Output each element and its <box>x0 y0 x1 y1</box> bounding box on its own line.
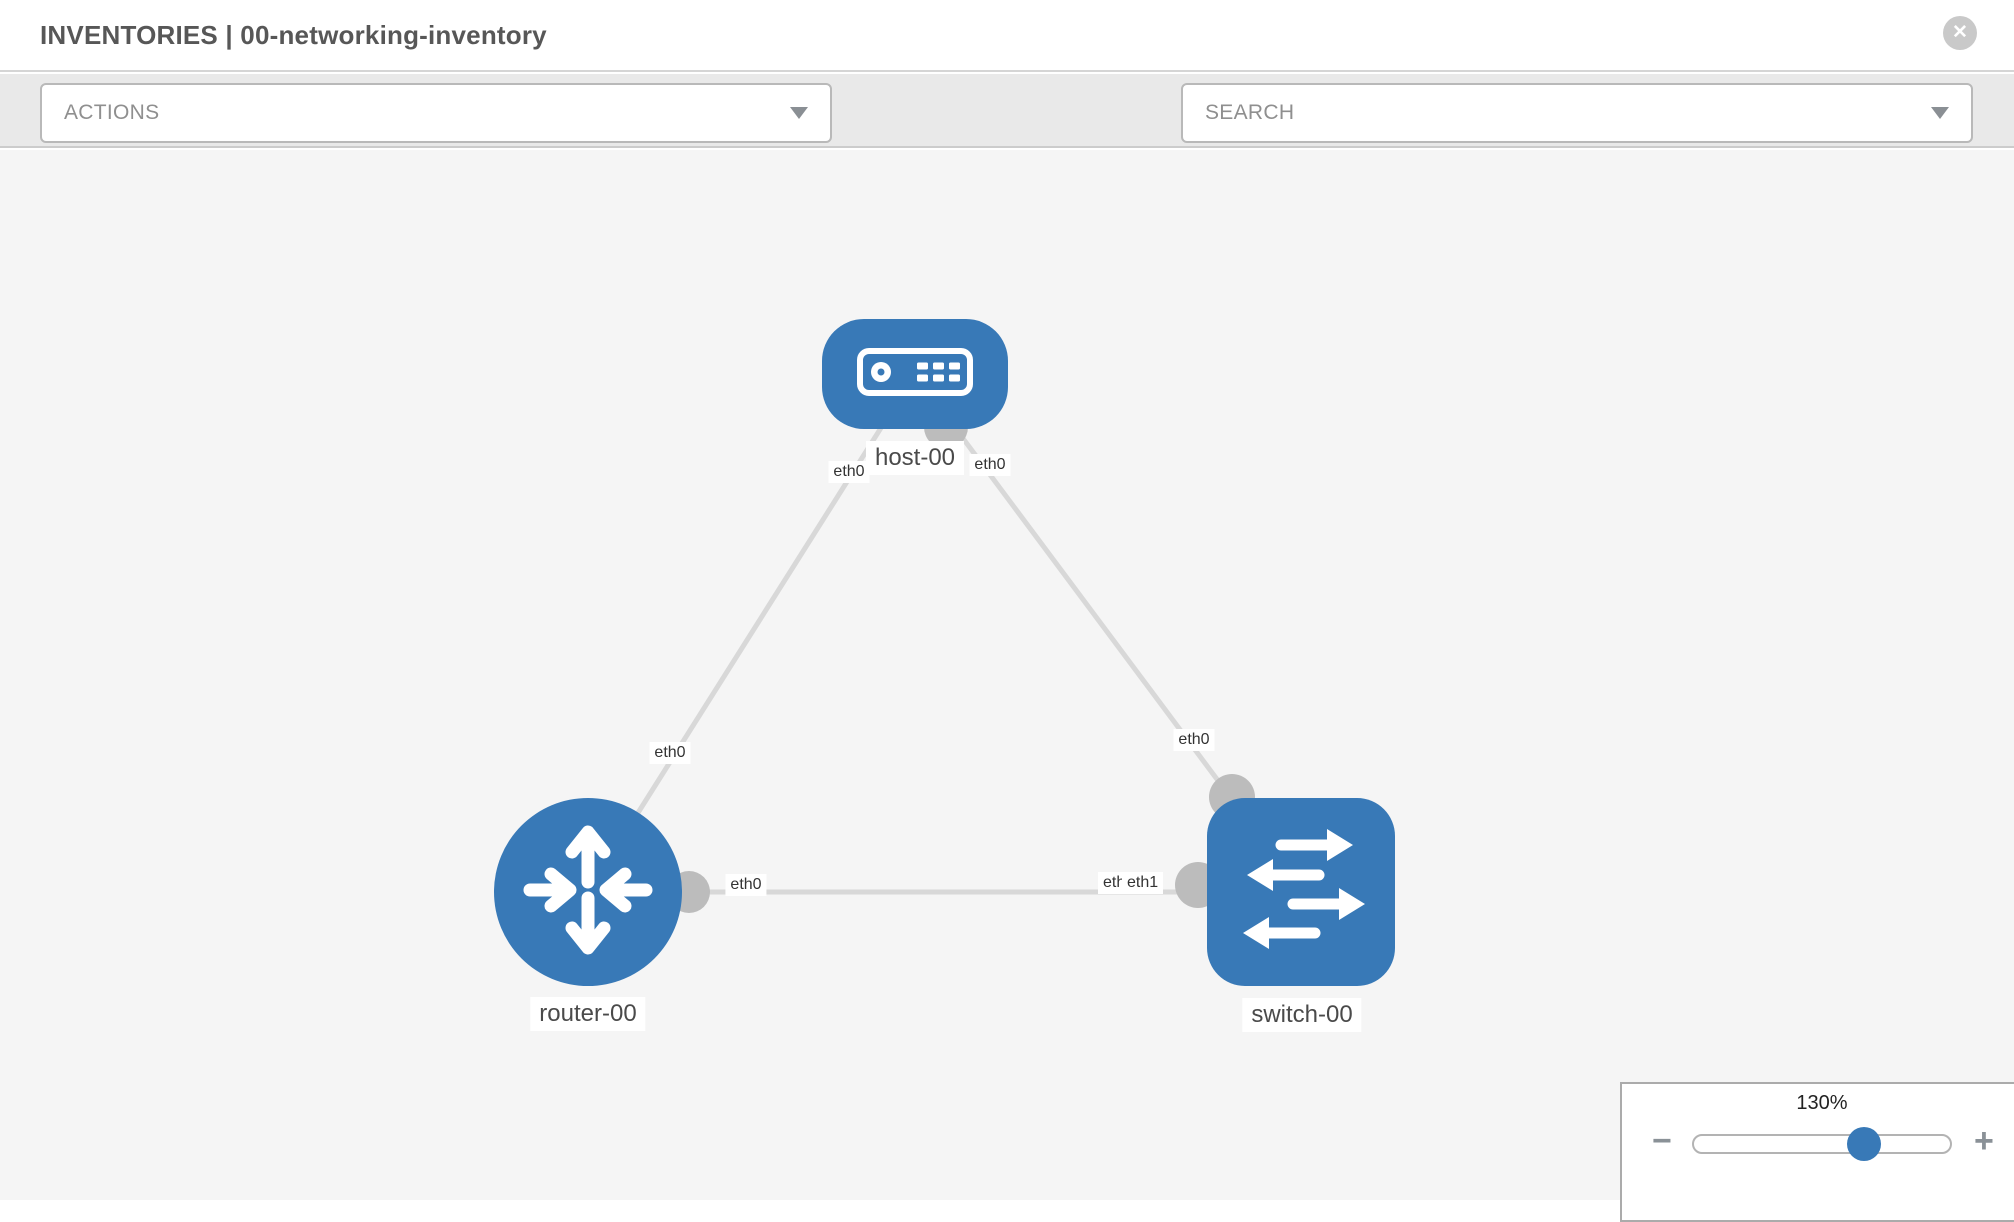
node-router-00[interactable] <box>494 798 682 986</box>
topology-edges <box>585 372 1304 913</box>
page-title: INVENTORIES | 00-networking-inventory <box>40 20 547 50</box>
actions-dropdown-label: ACTIONS <box>64 101 160 124</box>
chevron-down-icon <box>1931 107 1949 119</box>
zoom-slider-track[interactable] <box>1692 1134 1952 1154</box>
zoom-widget: 130% − + <box>1620 1082 2014 1222</box>
toolbar: ACTIONS SEARCH <box>0 74 2014 206</box>
if-label-router-to-host: eth0 <box>649 742 691 764</box>
if-label-router-to-switch: eth0 <box>725 874 767 896</box>
zoom-level-value: 130% <box>1796 1092 1848 1114</box>
search-dropdown-label: SEARCH <box>1205 101 1295 124</box>
link-host-router <box>585 372 918 894</box>
node-label-router: router-00 <box>530 997 646 1031</box>
if-label-host-to-router: eth0 <box>828 461 870 483</box>
node-switch-00[interactable] <box>1207 798 1395 986</box>
node-label-switch: switch-00 <box>1242 998 1362 1032</box>
chevron-down-icon <box>790 107 808 119</box>
actions-dropdown[interactable]: ACTIONS <box>40 83 832 143</box>
zoom-in-button[interactable]: + <box>1974 1122 1994 1160</box>
search-dropdown[interactable]: SEARCH <box>1181 83 1973 143</box>
host-icon <box>857 347 973 401</box>
node-host-00[interactable] <box>822 319 1008 429</box>
close-icon[interactable]: ✕ <box>1943 16 1977 50</box>
if-label-switch-eth1: eth1 <box>1122 872 1164 894</box>
if-label-host-to-switch: eth0 <box>969 454 1011 476</box>
node-label-host: host-00 <box>865 441 965 475</box>
header-bar: INVENTORIES | 00-networking-inventory ✕ <box>0 0 2014 72</box>
zoom-slider-handle[interactable] <box>1847 1127 1881 1161</box>
switch-icon <box>1213 802 1389 983</box>
topology-canvas[interactable]: host-00 router-00 switch-00 eth0 eth0 et… <box>0 150 2014 1200</box>
router-icon <box>508 810 668 975</box>
zoom-out-button[interactable]: − <box>1652 1122 1672 1160</box>
if-label-switch-to-host: eth0 <box>1173 729 1215 751</box>
